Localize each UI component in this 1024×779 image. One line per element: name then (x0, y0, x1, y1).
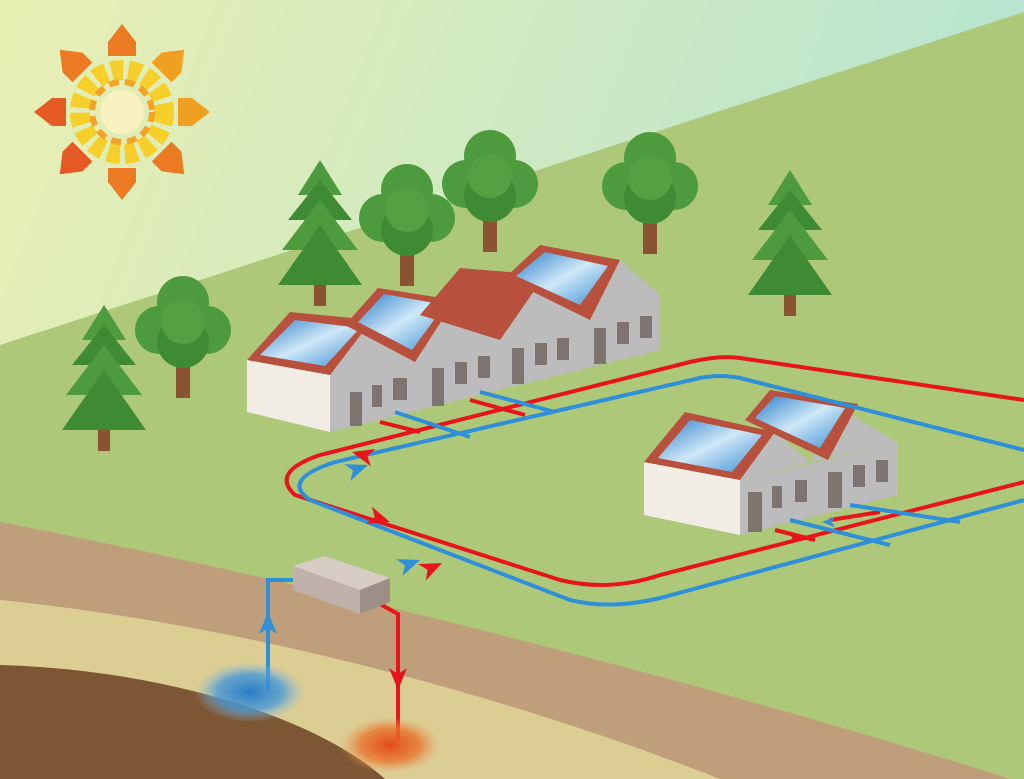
hot-ground-zone (340, 717, 440, 773)
ground-hot-pipe (379, 602, 407, 740)
roof (420, 268, 545, 340)
heat-exchanger-box (293, 556, 390, 614)
cold-return-pipe (297, 374, 1024, 607)
solar-panel-icon (658, 420, 762, 472)
sun-logo-icon (34, 24, 210, 200)
cold-ground-zone (195, 662, 305, 722)
solar-panel-icon (516, 252, 608, 305)
ground-cold-pipe (259, 578, 298, 690)
main-building (247, 245, 660, 432)
solar-panel-icon (755, 396, 845, 448)
soil-deep-layer (0, 665, 385, 779)
secondary-building (644, 390, 898, 535)
hot-supply-pipe (284, 355, 1024, 587)
solar-panel-icon (358, 294, 445, 350)
solar-panel-icon (260, 320, 360, 366)
